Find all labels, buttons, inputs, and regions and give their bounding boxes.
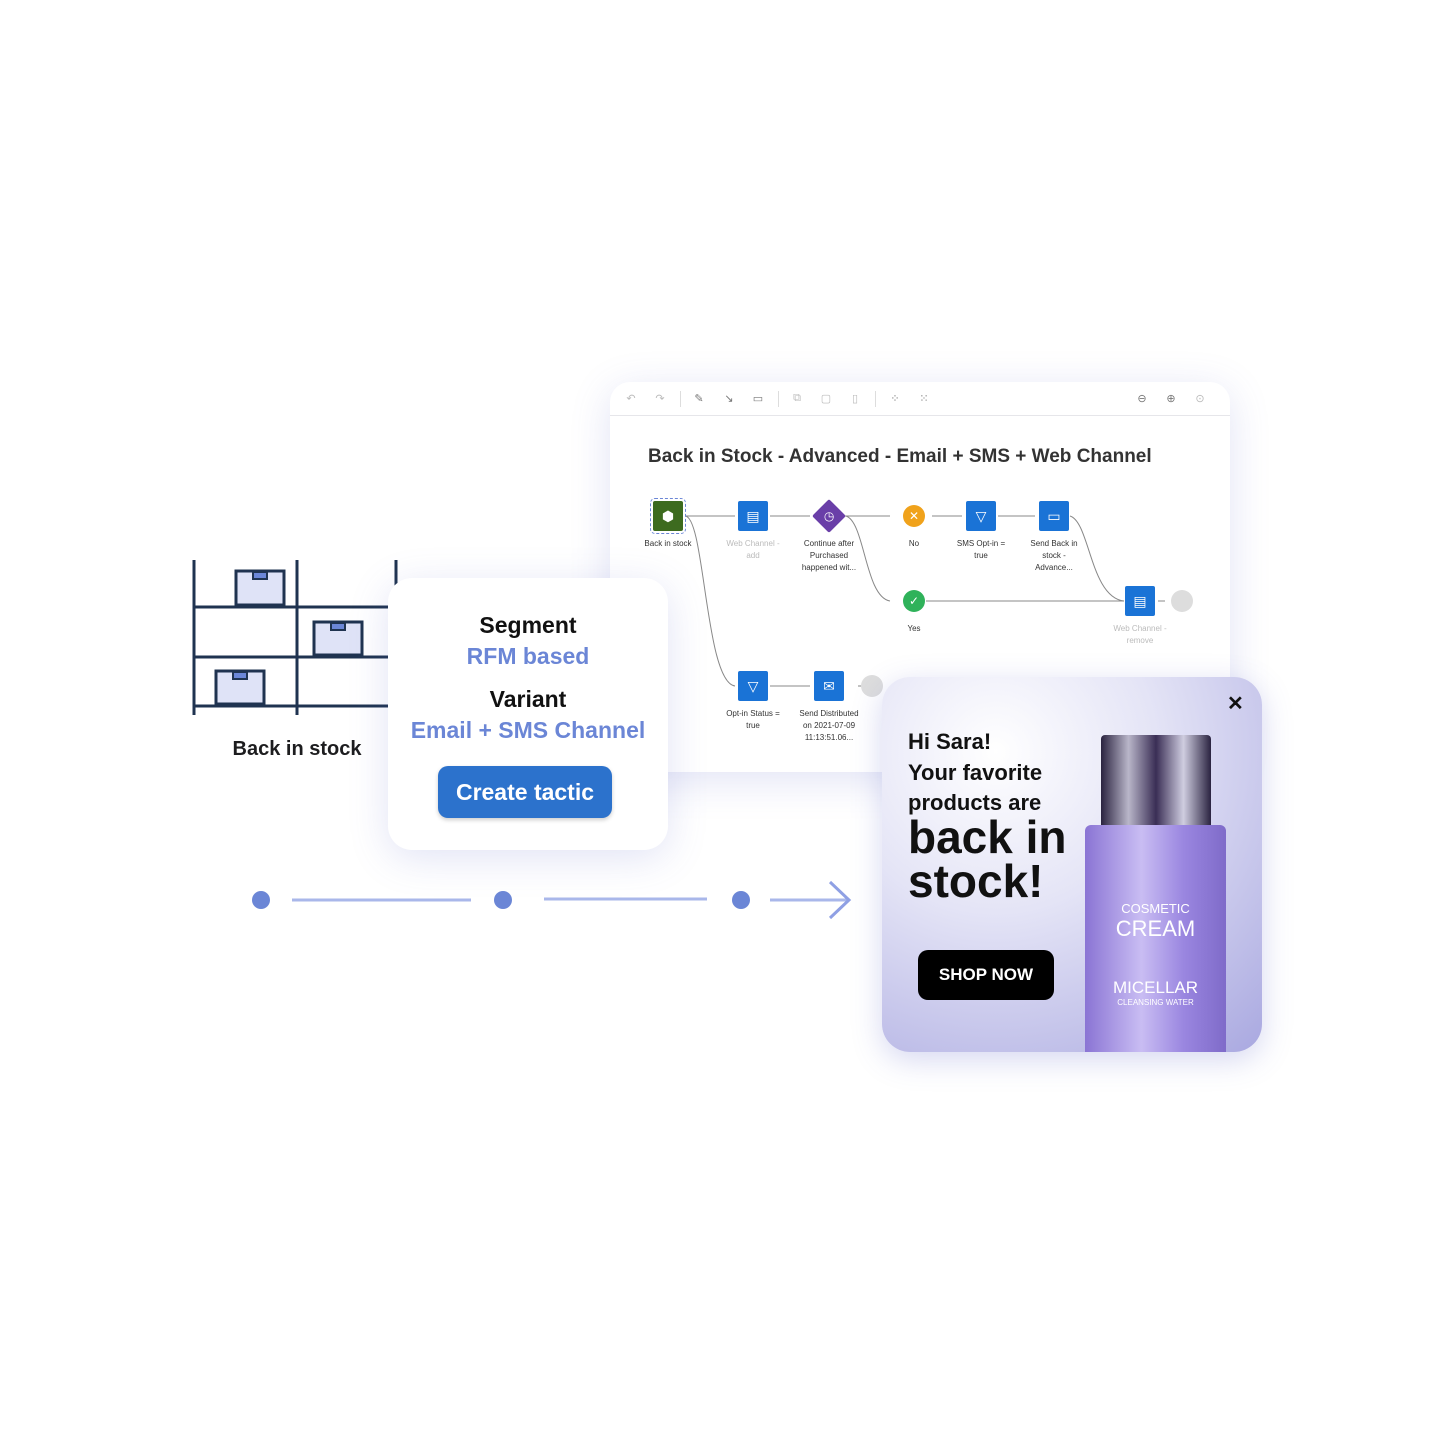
web-channel-remove-node[interactable]: ▤ bbox=[1125, 586, 1155, 616]
send-email-node[interactable]: ✉ bbox=[814, 671, 844, 701]
node-label: Back in stock bbox=[644, 539, 692, 548]
shop-now-button[interactable]: SHOP NOW bbox=[918, 950, 1054, 1000]
web-channel-icon: ▤ bbox=[1133, 592, 1147, 609]
create-tactic-button[interactable]: Create tactic bbox=[438, 766, 612, 818]
node-label: No bbox=[908, 539, 920, 548]
shelf-label: Back in stock bbox=[232, 738, 362, 760]
yes-branch-node[interactable]: ✓ bbox=[903, 590, 925, 612]
promo-line1: Your favorite bbox=[908, 760, 1043, 785]
comment-icon[interactable]: ▭ bbox=[752, 393, 764, 405]
pencil-icon[interactable]: ✎ bbox=[694, 393, 704, 405]
send-sms-node[interactable]: ▭ bbox=[1039, 501, 1069, 531]
segment-value: RFM based bbox=[466, 643, 590, 669]
entry-node-back-in-stock[interactable]: ⬢ bbox=[650, 498, 686, 534]
web-channel-add-node[interactable]: ▤ bbox=[738, 501, 768, 531]
end-node-icon[interactable] bbox=[1171, 590, 1193, 612]
sms-optin-filter-node[interactable]: ▽ bbox=[966, 501, 996, 531]
web-channel-icon: ▤ bbox=[746, 507, 760, 524]
timeline-step-dot bbox=[252, 891, 270, 909]
redo-icon[interactable]: ↷ bbox=[655, 393, 665, 405]
package-icon: ⬢ bbox=[661, 507, 675, 524]
timeline-step-dot bbox=[494, 891, 512, 909]
promo-greeting: Hi Sara! bbox=[908, 729, 992, 754]
product-bottle-image: COSMETIC CREAM MICELLAR CLEANSING WATER bbox=[1085, 677, 1226, 1052]
promo-headline-1: back in bbox=[908, 811, 1067, 863]
progress-timeline bbox=[252, 880, 852, 920]
node-label: Web Channel -add bbox=[726, 539, 780, 560]
filter-icon: ▽ bbox=[975, 507, 987, 524]
layout-alt-icon[interactable]: ⁙ bbox=[919, 393, 929, 405]
close-icon[interactable]: ✕ bbox=[1227, 693, 1244, 715]
variant-heading: Variant bbox=[489, 686, 567, 712]
node-label: Opt-in Status =true bbox=[726, 709, 780, 730]
timeline-step-dot bbox=[732, 891, 750, 909]
shelf-boxes-icon bbox=[192, 560, 398, 715]
undo-icon[interactable]: ↶ bbox=[626, 393, 636, 405]
toolbar: ↶ ↷ ✎ ↘ ▭ ⧉ ▢ ▯ ⁘ ⁙ ⊖ ⊕ ⊙ bbox=[610, 382, 1230, 416]
sms-icon: ▭ bbox=[1047, 507, 1061, 524]
zoom-in-icon[interactable]: ⊕ bbox=[1166, 393, 1176, 405]
check-icon: ✓ bbox=[908, 594, 920, 608]
node-label: Web Channel -remove bbox=[1113, 624, 1167, 645]
node-label: Yes bbox=[907, 624, 921, 633]
copy-icon[interactable]: ⧉ bbox=[793, 392, 801, 404]
x-icon: ✕ bbox=[908, 509, 920, 523]
variant-value: Email + SMS Channel bbox=[410, 717, 646, 743]
zoom-reset-icon[interactable]: ⊙ bbox=[1195, 393, 1205, 405]
end-node-icon[interactable] bbox=[861, 675, 883, 697]
connector-icon[interactable]: ↘ bbox=[724, 393, 734, 405]
delete-icon[interactable]: ▯ bbox=[851, 393, 859, 405]
promo-headline-2: stock! bbox=[908, 855, 1044, 907]
paste-icon[interactable]: ▢ bbox=[820, 393, 832, 405]
zoom-out-icon[interactable]: ⊖ bbox=[1137, 393, 1147, 405]
layout-icon[interactable]: ⁘ bbox=[890, 393, 900, 405]
node-label: SMS Opt-in =true bbox=[956, 539, 1006, 560]
clock-icon: ◷ bbox=[823, 508, 835, 523]
journey-title: Back in Stock - Advanced - Email + SMS +… bbox=[648, 446, 1152, 467]
promo-line2: products are bbox=[908, 790, 1042, 815]
optin-status-filter-node[interactable]: ▽ bbox=[738, 671, 768, 701]
email-icon: ✉ bbox=[823, 677, 835, 694]
arrow-right-icon bbox=[828, 880, 852, 920]
segment-heading: Segment bbox=[479, 612, 577, 638]
filter-icon: ▽ bbox=[747, 677, 759, 694]
tactic-card: Segment RFM based Variant Email + SMS Ch… bbox=[388, 578, 668, 850]
no-branch-node[interactable]: ✕ bbox=[903, 505, 925, 527]
web-channel-popup: ✕ Hi Sara! Your favorite products are ba… bbox=[882, 677, 1262, 1052]
flow-connectors bbox=[684, 515, 1165, 687]
